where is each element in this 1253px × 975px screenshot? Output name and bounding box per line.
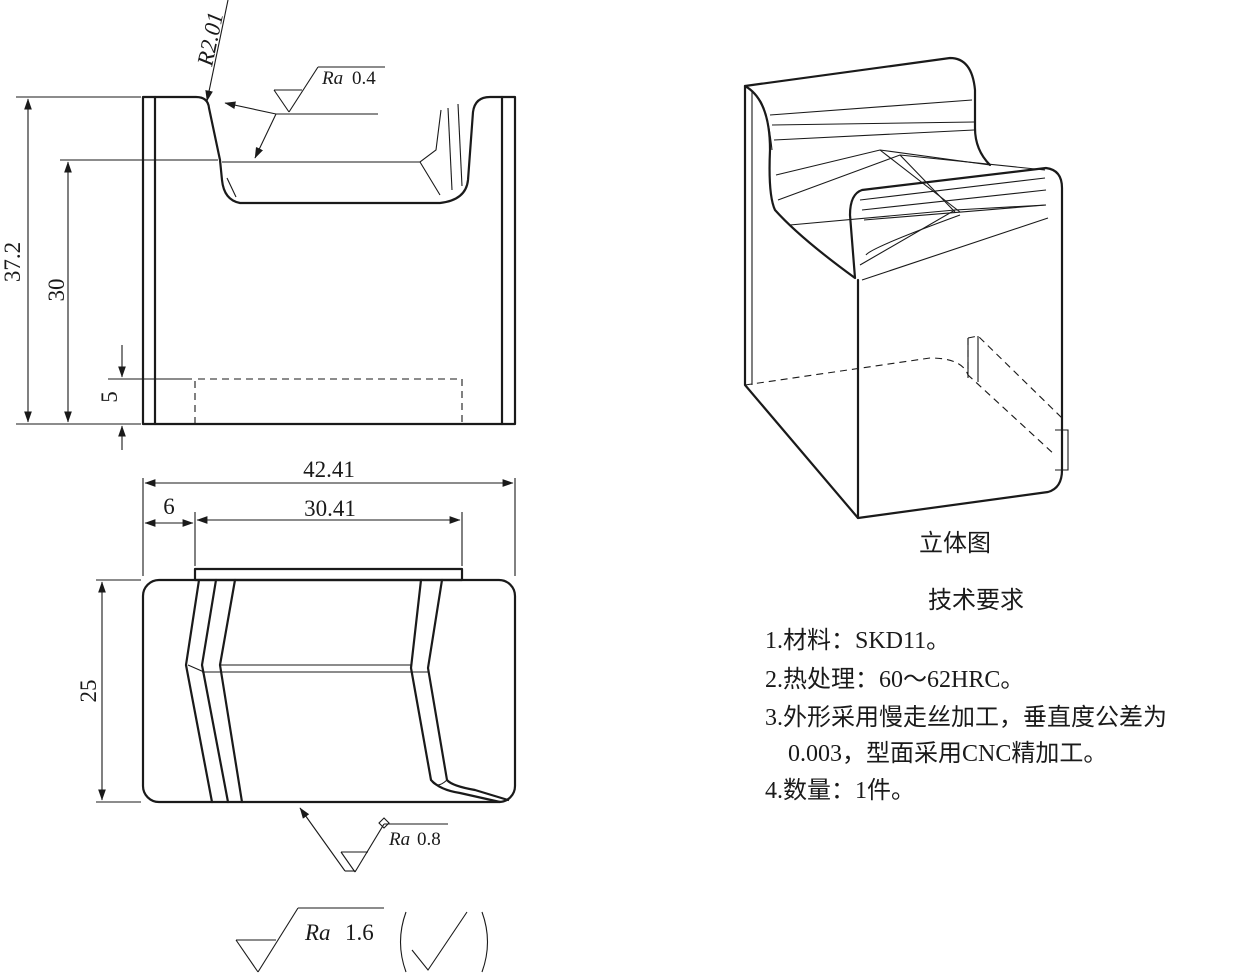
dim-slot-bottom: 30 bbox=[44, 279, 69, 302]
dim-depth: 25 bbox=[76, 680, 101, 703]
top-view-dimensions: 42.41 6 30.41 25 Ra 0.8 bbox=[76, 457, 516, 873]
tech-req-title: 技术要求 bbox=[928, 587, 1024, 614]
top-view bbox=[141, 567, 517, 804]
front-view-dimensions: 37.2 30 5 R2.01 Ra 0.4 bbox=[0, 0, 385, 450]
dim-offset: 6 bbox=[163, 494, 175, 519]
dim-total-width: 42.41 bbox=[303, 457, 355, 482]
general-roughness-symbol: Ra 1.6 bbox=[235, 907, 489, 973]
isometric-view bbox=[743, 56, 1069, 520]
roughness-slot-prefix: Ra bbox=[321, 68, 343, 89]
tech-req-item: 1.材料：SKD11。 bbox=[765, 627, 950, 654]
dim-radius: R2.01 bbox=[192, 10, 228, 69]
dim-base: 5 bbox=[97, 391, 122, 403]
tech-req-item: 3.外形采用慢走丝加工，垂直度公差为 bbox=[765, 704, 1167, 731]
roughness-slot-value: 0.4 bbox=[352, 68, 376, 89]
general-roughness-prefix: Ra bbox=[304, 920, 331, 945]
front-view bbox=[141, 95, 517, 426]
tech-requirements: 技术要求 1.材料：SKD11。 2.热处理：60～62HRC。 3.外形采用慢… bbox=[765, 587, 1167, 804]
roughness-bottom-prefix: Ra bbox=[388, 829, 410, 850]
tech-req-item: 2.热处理：60～62HRC。 bbox=[765, 666, 1024, 693]
tech-req-item: 0.003，型面采用CNC精加工。 bbox=[788, 740, 1107, 767]
iso-caption: 立体图 bbox=[919, 530, 991, 557]
tech-req-item: 4.数量：1件。 bbox=[765, 777, 915, 804]
dim-inner-width: 30.41 bbox=[304, 496, 356, 521]
general-roughness-value: 1.6 bbox=[345, 920, 374, 945]
roughness-bottom-value: 0.8 bbox=[417, 829, 441, 850]
dim-total-height: 37.2 bbox=[0, 242, 25, 282]
